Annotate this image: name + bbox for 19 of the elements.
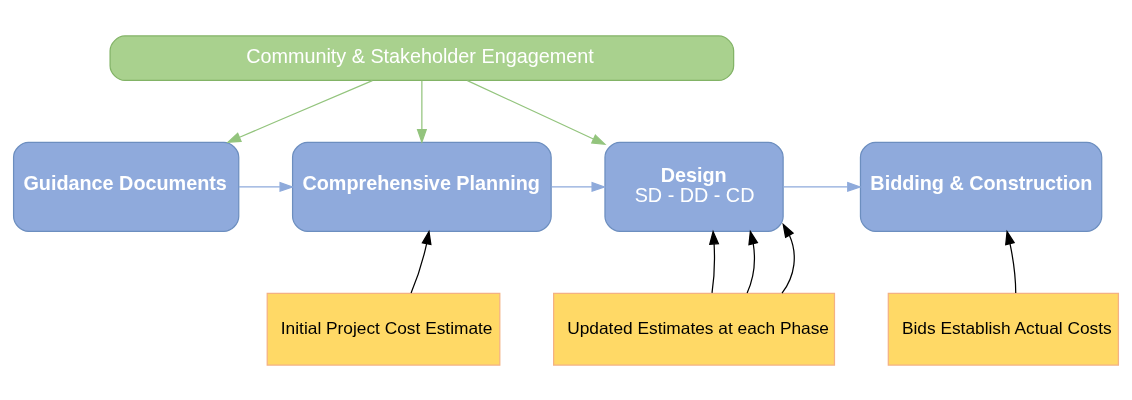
node-box: Community & Stakeholder Engagement	[109, 34, 735, 81]
arrow	[781, 222, 795, 294]
arrow	[238, 181, 295, 192]
arrow	[410, 229, 432, 294]
arrow	[550, 181, 607, 192]
node-box: Bidding & Construction	[859, 141, 1103, 232]
node-box: Comprehensive Planning	[291, 141, 552, 232]
arrow	[708, 229, 720, 294]
node-box: Design SD - DD - CD	[604, 141, 784, 232]
arrow	[1005, 229, 1017, 294]
arrow	[226, 79, 373, 143]
arrow	[746, 229, 759, 294]
node-box: Initial Project Cost Estimate	[266, 292, 501, 366]
arrow	[466, 79, 607, 145]
node-box: Bids Establish Actual Costs	[887, 292, 1120, 366]
node-box: Updated Estimates at each Phase	[553, 292, 836, 366]
node-box: Guidance Documents	[12, 141, 240, 232]
arrow	[416, 79, 428, 144]
arrow	[782, 181, 862, 192]
